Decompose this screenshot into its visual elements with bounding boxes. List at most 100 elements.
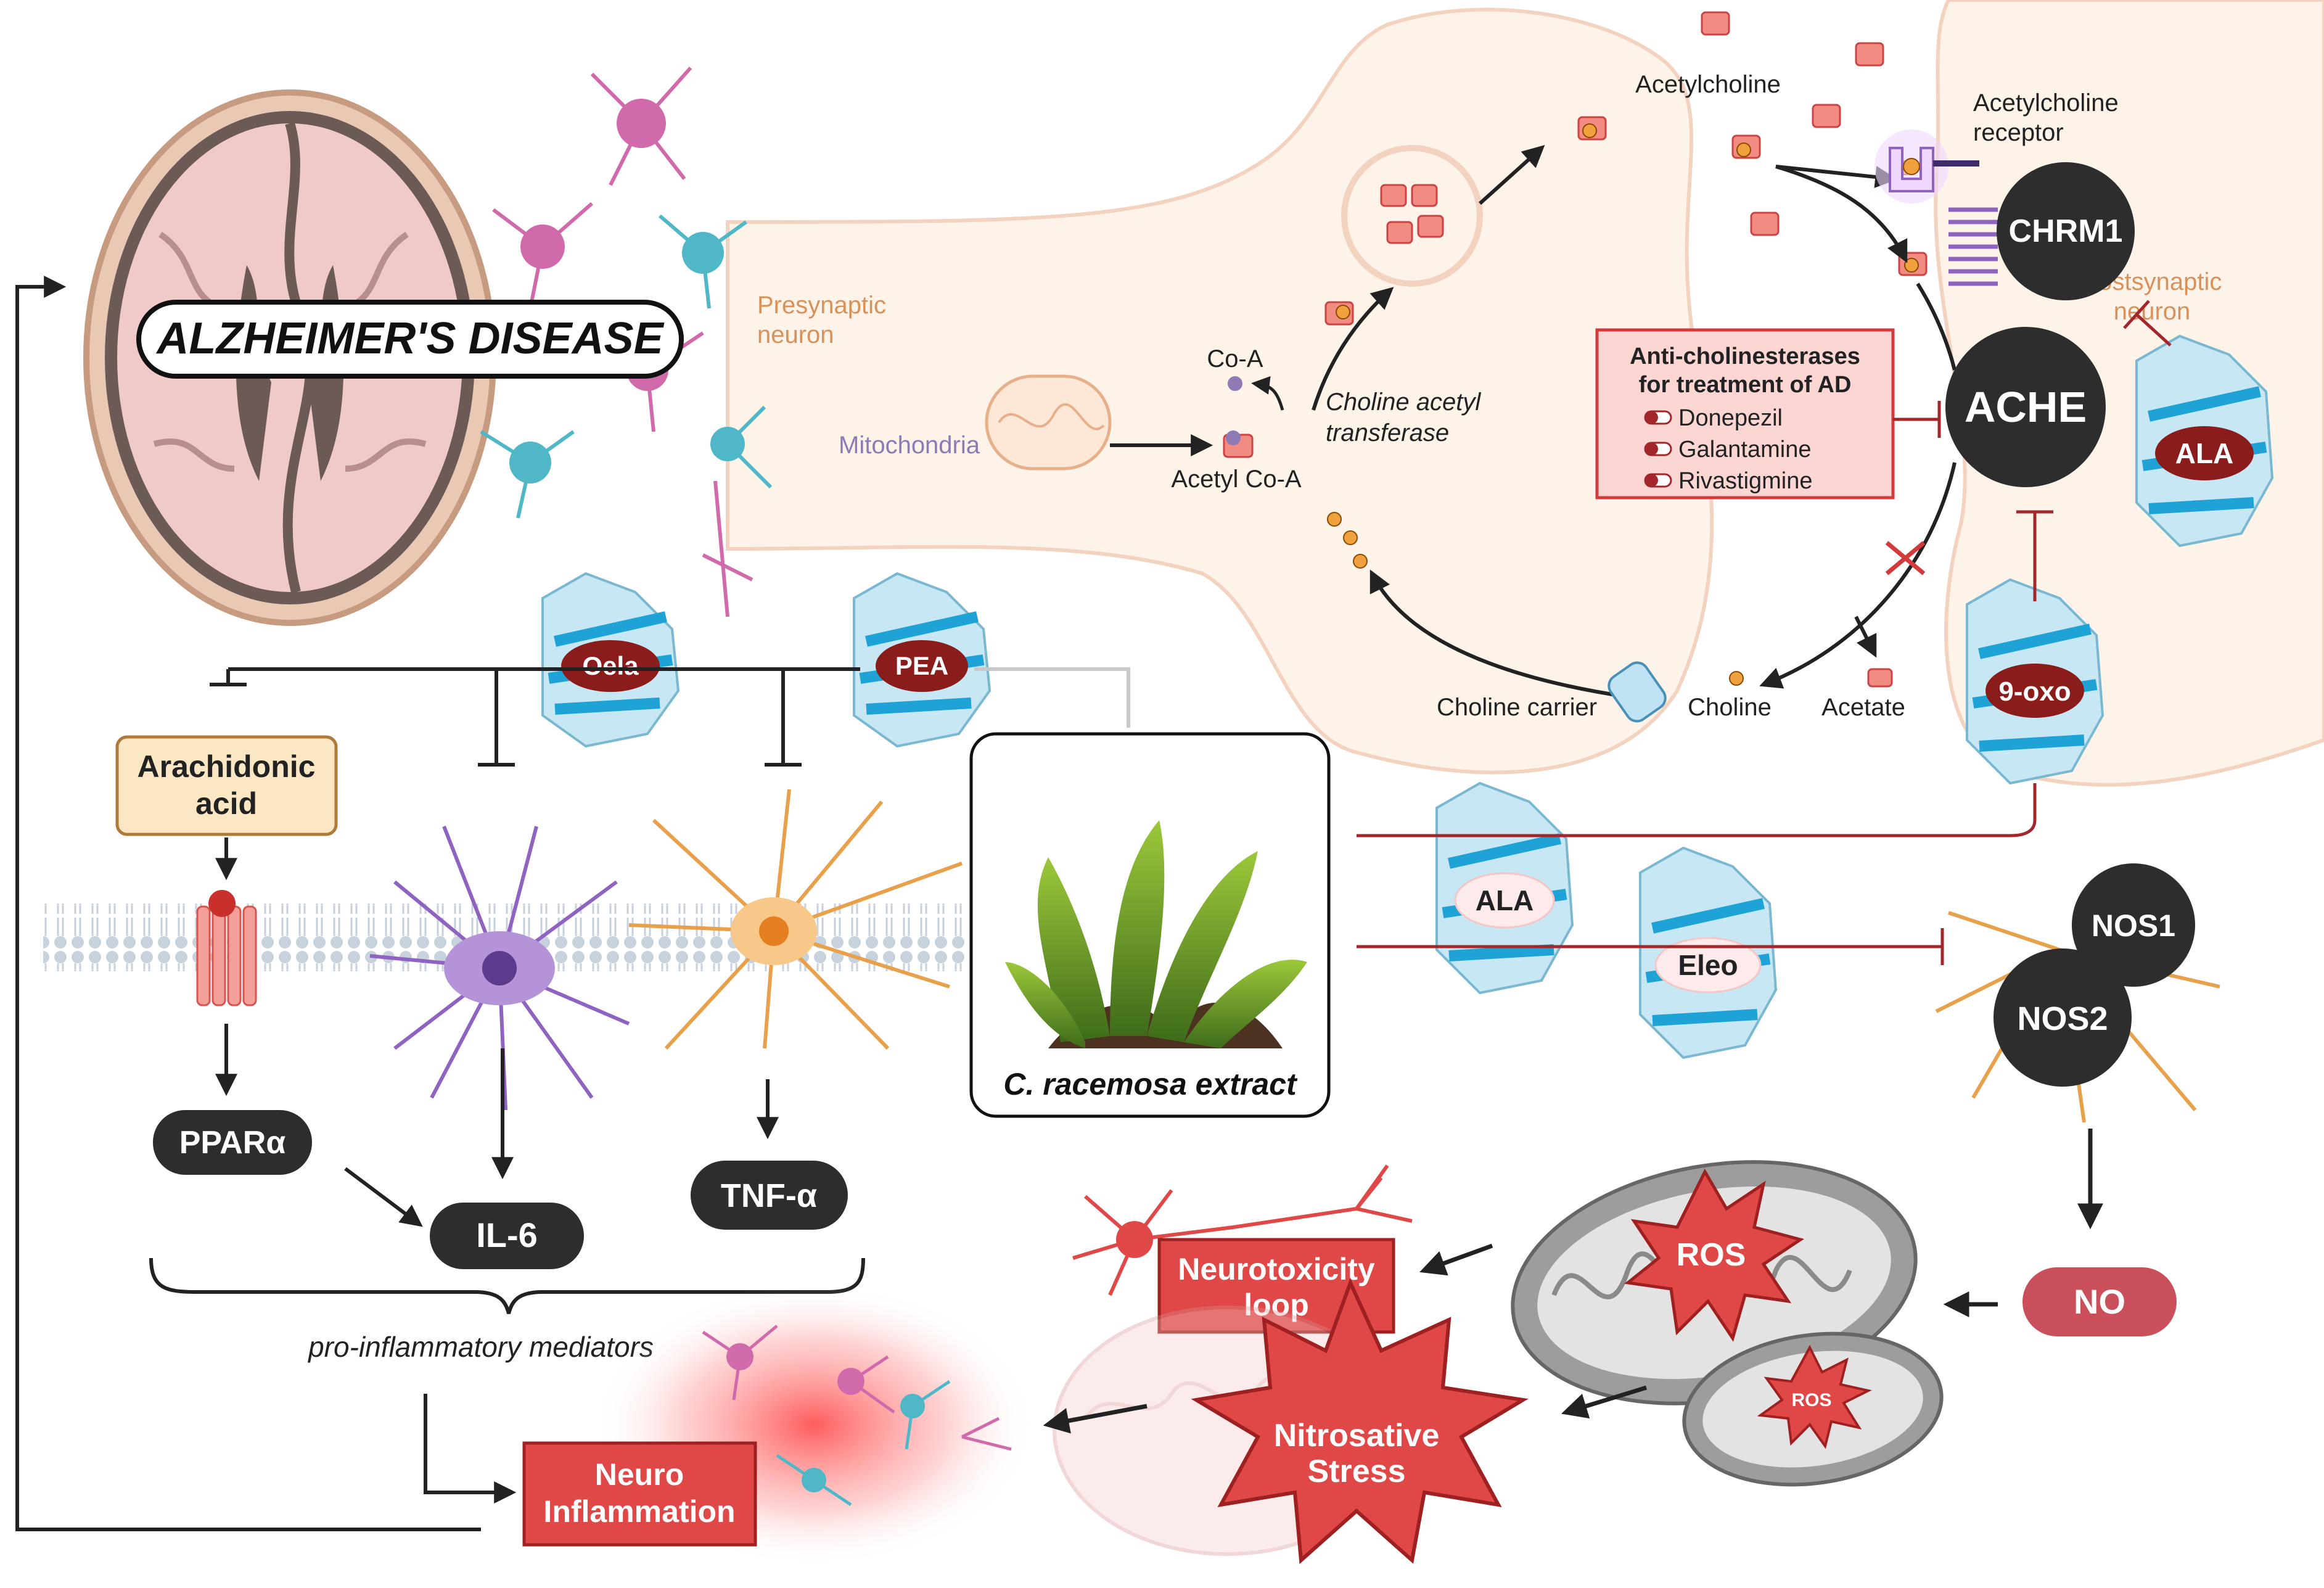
eleo-label: Eleo bbox=[1678, 949, 1738, 981]
neuroinflammation-text-line: Neuro bbox=[595, 1457, 684, 1492]
presynaptic-text-line: Presynaptic bbox=[757, 292, 886, 319]
choline-carrier bbox=[1608, 661, 1667, 723]
protein-eleo: Eleo bbox=[1639, 846, 1778, 1059]
tnfa-pill: TNF-α bbox=[691, 1161, 848, 1230]
oxo-link-line bbox=[1357, 783, 2037, 837]
no-label: NO bbox=[2074, 1282, 2125, 1321]
inflamed-neurons bbox=[702, 1325, 1012, 1451]
acetyl-coa-label: Acetyl Co-A bbox=[1171, 466, 1301, 493]
neuron-cluster-teal bbox=[480, 214, 773, 519]
coa-label: Co-A bbox=[1207, 345, 1263, 372]
inhibition-bar bbox=[210, 667, 860, 767]
arachidonic-text-line: acid bbox=[195, 786, 257, 821]
drug-rivastigmine: Rivastigmine bbox=[1678, 468, 1813, 494]
arachidonic-text-line: Arachidonic bbox=[138, 749, 316, 784]
ache-node: ACHE bbox=[1945, 327, 2106, 487]
ppara-label: PPARα bbox=[179, 1125, 286, 1161]
nitrosative-text-line: Stress bbox=[1308, 1454, 1406, 1489]
mediators-label: pro-inflammatory mediators bbox=[307, 1331, 654, 1363]
ala-post-label: ALA bbox=[2175, 437, 2234, 469]
acetyl-coa-molecule bbox=[1223, 430, 1254, 458]
protein-ala-lower: ALA bbox=[1435, 781, 1574, 995]
nos1-label: NOS1 bbox=[2092, 908, 2175, 943]
extract-connector bbox=[974, 667, 1130, 728]
choline-cycle bbox=[1312, 145, 1957, 699]
receptor-text-line: Acetylcholine bbox=[1973, 89, 2119, 117]
receptor-text-line: receptor bbox=[1973, 119, 2064, 146]
cat-text-line: Choline acetyl bbox=[1326, 389, 1481, 416]
neurotoxicity-text-line: loop bbox=[1244, 1288, 1309, 1322]
alzheimer-title-pill: ALZHEIMER'S DISEASE bbox=[136, 300, 684, 379]
il6-pill: IL-6 bbox=[430, 1203, 584, 1269]
feedback-arrow bbox=[15, 276, 481, 1531]
nitrosative-text-line: Nitrosative bbox=[1274, 1418, 1440, 1454]
il6-label: IL-6 bbox=[476, 1216, 538, 1254]
presynaptic-text-line: neuron bbox=[757, 321, 834, 348]
drug-donepezil: Donepezil bbox=[1678, 405, 1783, 431]
oela-label: Oela bbox=[582, 651, 639, 680]
ala-lower-label: ALA bbox=[1476, 884, 1534, 916]
acetate-molecule bbox=[1867, 668, 1893, 688]
choline-carrier-label: Choline carrier bbox=[1437, 694, 1597, 721]
coa-dot bbox=[1228, 376, 1242, 391]
chrm1-node: CHRM1 bbox=[1997, 162, 2135, 300]
acetylcholine-label: Acetylcholine bbox=[1635, 71, 1781, 98]
no-pill: NO bbox=[2022, 1267, 2177, 1336]
nos1-node: NOS1 bbox=[2072, 863, 2195, 987]
drug-galantamine: Galantamine bbox=[1678, 437, 1811, 463]
postsynaptic-text-line: neuron bbox=[2114, 298, 2191, 325]
ros-large-label: ROS bbox=[1677, 1237, 1746, 1273]
ros-to-neurotoxicity-arrow bbox=[1419, 1243, 1493, 1276]
choline-label: Choline bbox=[1688, 694, 1772, 721]
ppara-to-il6-arrow bbox=[344, 1167, 423, 1227]
to-neuroinflammation-arrow bbox=[424, 1394, 517, 1504]
acetylcholine-text: Acetylcholine bbox=[1635, 71, 1781, 98]
neuroinflammation-text-line: Inflammation bbox=[543, 1494, 735, 1529]
pea-label: PEA bbox=[895, 651, 948, 680]
ros-small-label: ROS bbox=[1791, 1390, 1831, 1410]
acetylcholine-text-line: Acetylcholine bbox=[1635, 71, 1781, 98]
mitochondria-label: Mitochondria bbox=[839, 432, 980, 459]
acetate-label: Acetate bbox=[1821, 694, 1905, 721]
drug-pills bbox=[1644, 410, 1672, 488]
ala-eleo-inhibit-nos bbox=[1357, 928, 1944, 965]
inflamed-neurons-teal bbox=[776, 1380, 951, 1507]
ache-label: ACHE bbox=[1965, 383, 2087, 431]
red-neuron bbox=[1072, 1164, 1413, 1296]
acetylcholine-receptor bbox=[1874, 130, 1979, 204]
astrocyte-orange bbox=[628, 789, 963, 1050]
protein-oela: Oela bbox=[541, 572, 680, 748]
stress-to-inflammation-arrow bbox=[1043, 1404, 1148, 1434]
chrm1-helices bbox=[1948, 207, 1998, 286]
cat-text-line: transferase bbox=[1326, 419, 1449, 446]
moss-image bbox=[1005, 820, 1307, 1048]
synaptic-vesicle bbox=[1341, 145, 1483, 287]
anticholinesterase-inhibit bbox=[1893, 401, 1941, 438]
oxo-inhibits-ache bbox=[2016, 510, 2053, 601]
extract-label: C. racemosa extract bbox=[1003, 1067, 1298, 1101]
ppar-receptor-channel bbox=[196, 890, 257, 1006]
choline-acetyl-transferase-label: Choline acetyl transferase bbox=[1326, 389, 1481, 446]
nos2-node: NOS2 bbox=[1993, 948, 2132, 1087]
protein-ala-post: ALA bbox=[2135, 334, 2274, 548]
ppara-pill: PPARα bbox=[153, 1110, 312, 1175]
neurotoxicity-text-line: Neurotoxicity bbox=[1178, 1252, 1375, 1286]
alzheimer-title: ALZHEIMER'S DISEASE bbox=[155, 314, 664, 363]
ros-star-large: ROS bbox=[1624, 1168, 1804, 1342]
oxo-label: 9-oxo bbox=[1998, 677, 2071, 707]
extract-card: C. racemosa extract bbox=[969, 732, 1331, 1118]
nos2-label: NOS2 bbox=[2017, 1000, 2108, 1037]
